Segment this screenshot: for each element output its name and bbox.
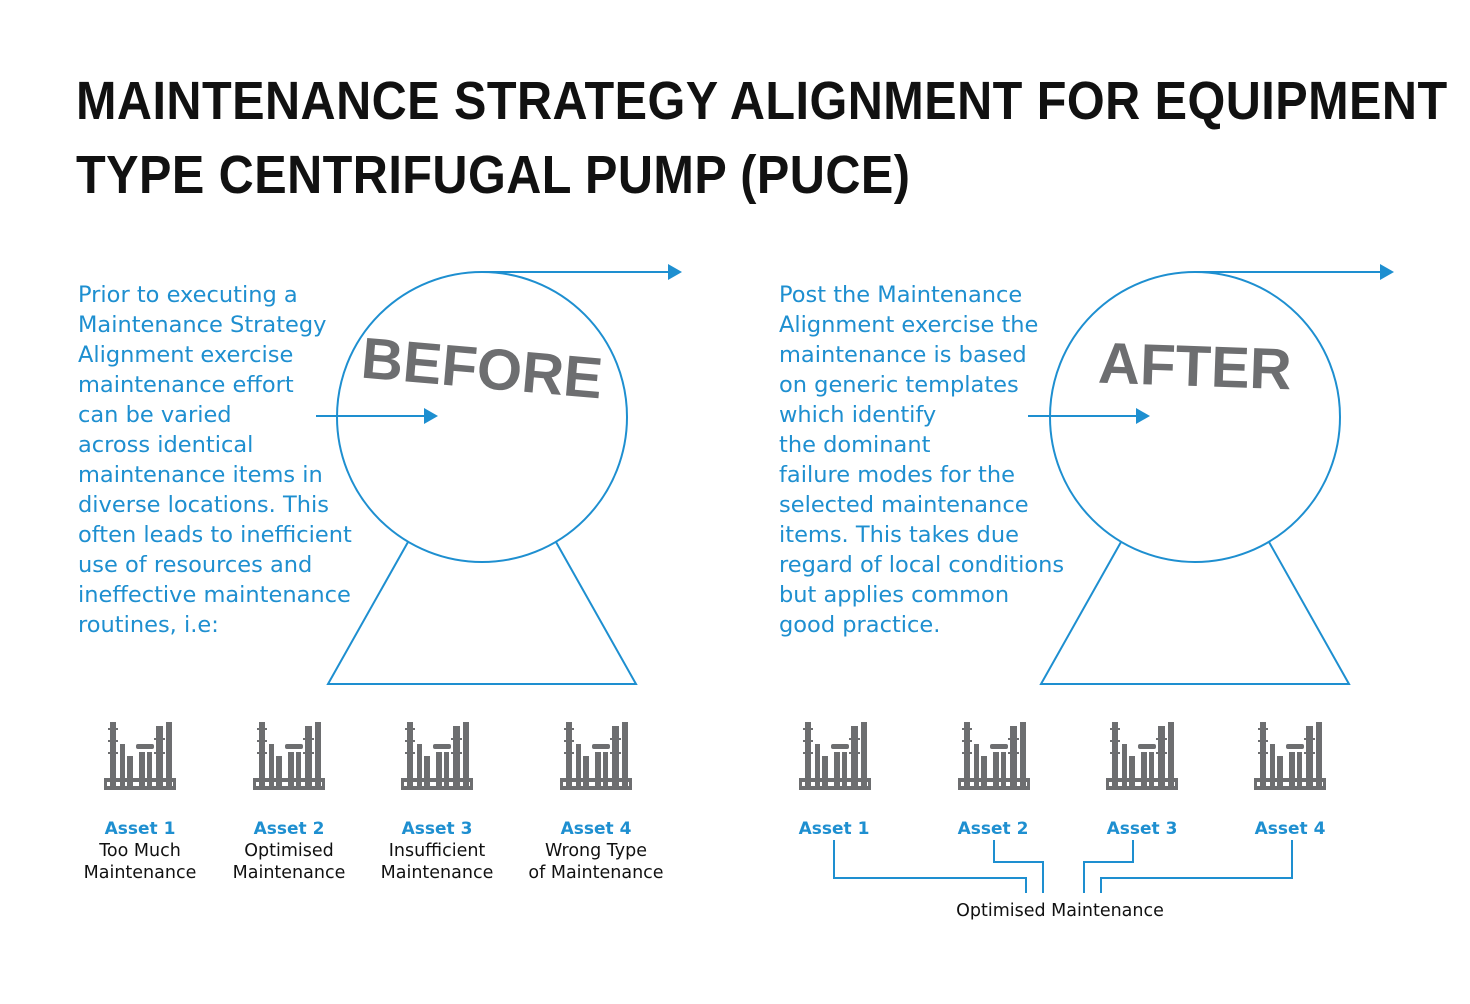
after-line: which identify <box>779 402 937 428</box>
before-pump <box>316 271 668 685</box>
before-line: use of resources and <box>78 552 313 578</box>
connector-asset-1 <box>833 840 1027 893</box>
after-stamp: AFTER <box>1097 331 1292 403</box>
before-asset-2: Asset 2 Optimised Maintenance <box>194 818 384 884</box>
after-pump <box>1028 271 1380 685</box>
after-description: Post the Maintenance Alignment exercise … <box>779 280 1064 640</box>
asset-status: Wrong Type <box>545 841 647 861</box>
before-asset-1: Asset 1 Too Much Maintenance <box>45 818 235 884</box>
asset-name: Asset 1 <box>104 819 176 839</box>
after-line: but applies common <box>779 582 1010 608</box>
asset-status: Maintenance <box>83 863 197 883</box>
title-line-1: MAINTENANCE STRATEGY ALIGNMENT FOR EQUIP… <box>76 71 1448 131</box>
before-pump-base <box>326 541 638 685</box>
after-line: on generic templates <box>779 372 1019 398</box>
before-line: can be varied <box>78 402 232 428</box>
optimised-connectors <box>833 840 1293 893</box>
before-line: maintenance items in <box>78 462 323 488</box>
industrial-plant-icon <box>401 722 473 790</box>
connector-asset-3 <box>1083 840 1134 893</box>
after-line: maintenance is based <box>779 342 1027 368</box>
before-line: across identical <box>78 432 254 458</box>
before-stamp-text: BEFORE <box>359 326 605 412</box>
industrial-plant-icon <box>560 722 632 790</box>
asset-status: Insufficient <box>388 841 486 861</box>
asset-status: Optimised <box>244 841 334 861</box>
industrial-plant-icon <box>1254 722 1326 790</box>
connector-asset-4 <box>1100 840 1293 893</box>
after-line: the dominant <box>779 432 931 458</box>
before-line: Maintenance Strategy <box>78 312 327 338</box>
asset-name: Asset 1 <box>798 819 870 839</box>
asset-status: Too Much <box>99 841 181 861</box>
after-line: selected maintenance <box>779 492 1029 518</box>
after-line: Alignment exercise the <box>779 312 1039 338</box>
after-line: Post the Maintenance <box>779 282 1023 308</box>
after-asset-1: Asset 1 <box>739 818 929 840</box>
asset-status: Maintenance <box>380 863 494 883</box>
asset-name: Asset 4 <box>1254 819 1326 839</box>
after-line: items. This takes due <box>779 522 1019 548</box>
asset-name: Asset 3 <box>1106 819 1178 839</box>
before-line: often leads to inefficient <box>78 522 352 548</box>
asset-status: Maintenance <box>232 863 346 883</box>
industrial-plant-icon <box>1106 722 1178 790</box>
industrial-plant-icon <box>104 722 176 790</box>
before-inlet-arrow-icon <box>424 408 438 424</box>
after-inlet-arrow-icon <box>1136 408 1150 424</box>
title-line-2: TYPE CENTRIFUGAL PUMP (PUCE) <box>76 145 911 205</box>
before-line: Prior to executing a <box>78 282 298 308</box>
after-line: regard of local conditions <box>779 552 1065 578</box>
optimised-maintenance-label: Optimised Maintenance <box>956 901 1164 921</box>
industrial-plant-icon <box>253 722 325 790</box>
before-stamp: BEFORE <box>359 326 605 412</box>
after-line: good practice. <box>779 612 941 638</box>
before-line: diverse locations. This <box>78 492 329 518</box>
before-line: routines, i.e: <box>78 612 219 638</box>
after-line: failure modes for the <box>779 462 1015 488</box>
asset-name: Asset 4 <box>560 819 632 839</box>
after-pump-base <box>1039 541 1351 685</box>
connector-asset-2 <box>993 840 1044 893</box>
asset-status: of Maintenance <box>528 863 664 883</box>
after-outlet-arrow-icon <box>1380 264 1394 280</box>
before-asset-4: Asset 4 Wrong Type of Maintenance <box>501 818 691 884</box>
after-asset-3: Asset 3 <box>1047 818 1237 840</box>
before-line: Alignment exercise <box>78 342 294 368</box>
industrial-plant-icon <box>958 722 1030 790</box>
before-line: maintenance effort <box>78 372 294 398</box>
industrial-plant-icon <box>799 722 871 790</box>
after-asset-4: Asset 4 <box>1195 818 1385 840</box>
before-outlet-arrow-icon <box>668 264 682 280</box>
before-description: Prior to executing a Maintenance Strateg… <box>78 280 352 640</box>
asset-name: Asset 2 <box>957 819 1029 839</box>
before-asset-3: Asset 3 Insufficient Maintenance <box>342 818 532 884</box>
asset-name: Asset 2 <box>253 819 325 839</box>
after-stamp-text: AFTER <box>1097 331 1292 403</box>
before-line: ineffective maintenance <box>78 582 351 608</box>
asset-name: Asset 3 <box>401 819 473 839</box>
page-title: MAINTENANCE STRATEGY ALIGNMENT FOR EQUIP… <box>76 64 1448 212</box>
after-asset-2: Asset 2 <box>898 818 1088 840</box>
